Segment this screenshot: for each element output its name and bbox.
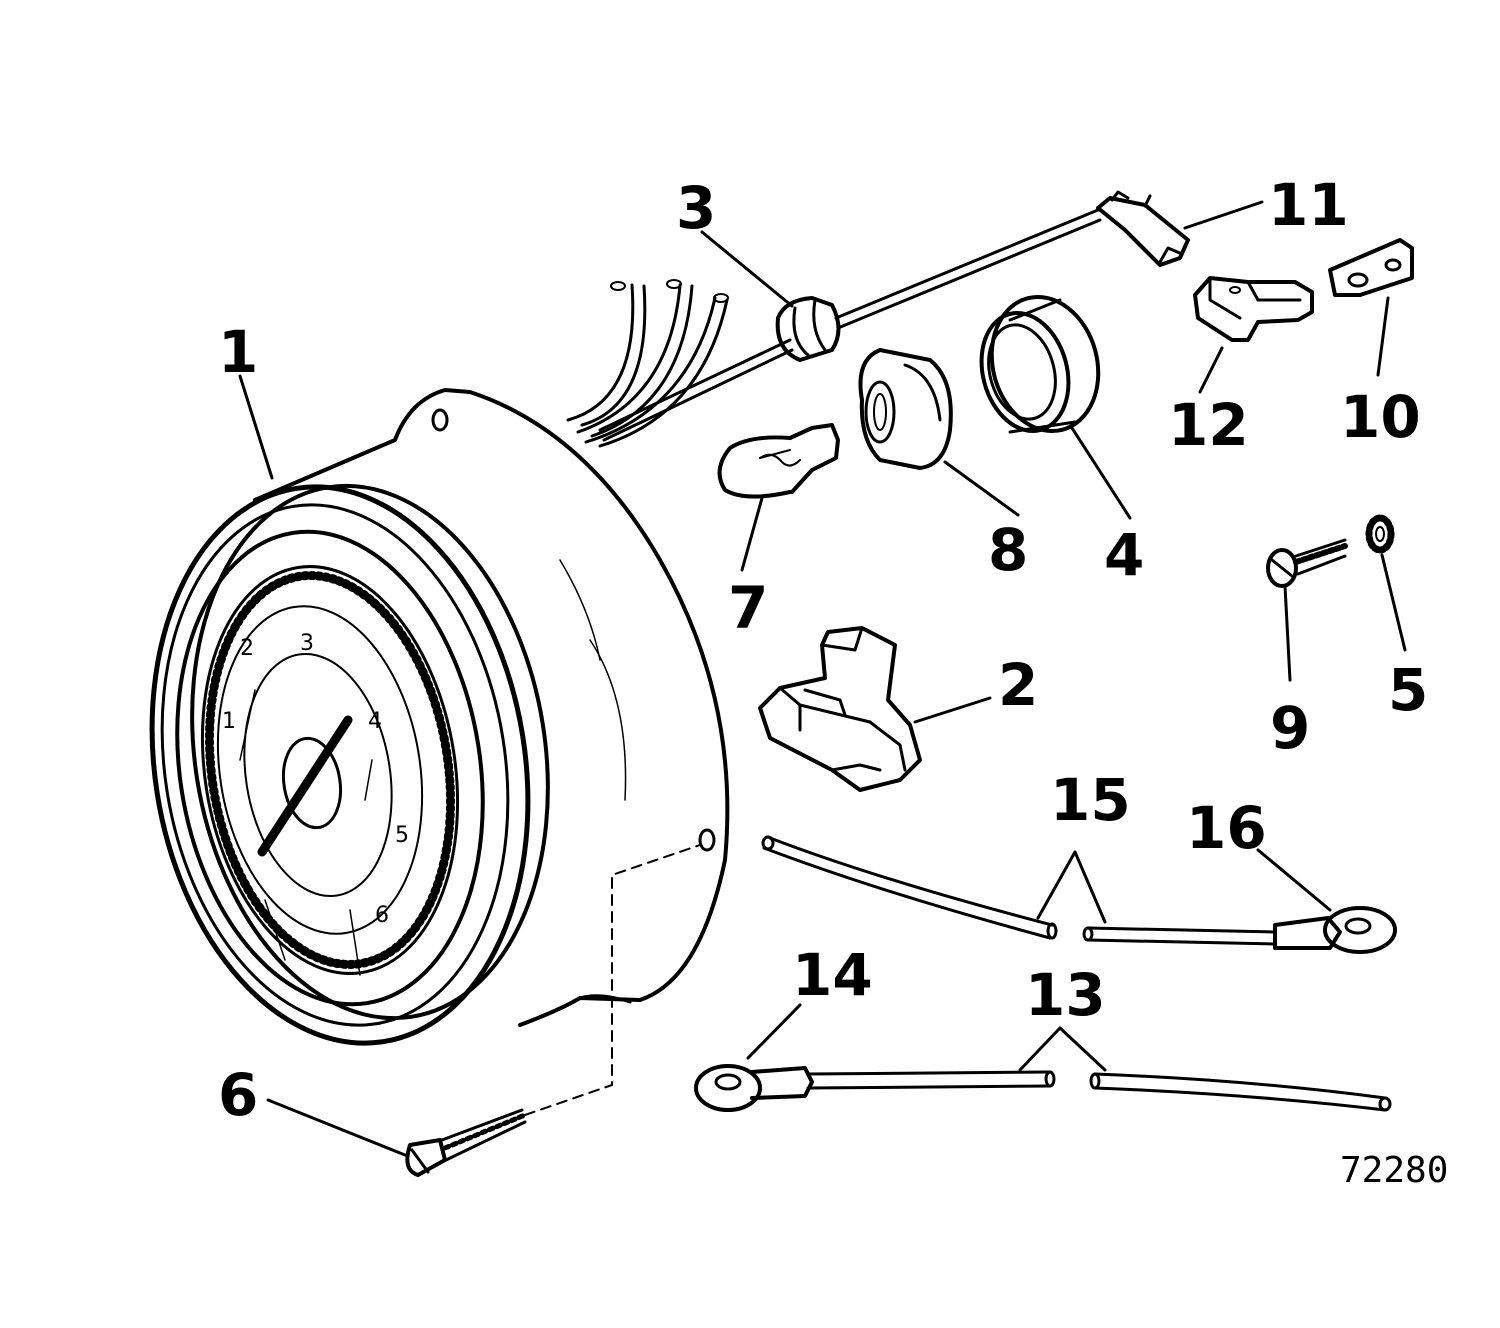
callout-8: 8 [988, 516, 1028, 584]
bezel-inner-ring [175, 529, 485, 1007]
gauge-housing [253, 388, 730, 1027]
dial-number-5: 5 [395, 823, 409, 848]
mount-hole-side [698, 828, 716, 852]
callout-labels: 1 2 3 4 5 6 7 8 9 10 11 12 13 14 15 16 [218, 171, 1428, 1129]
callout-15: 15 [1050, 766, 1131, 834]
mount-hole-top [431, 408, 449, 432]
lens-ring-part-4 [979, 294, 1101, 434]
bracket-part-2 [758, 626, 922, 792]
plate-part-10 [1328, 238, 1414, 297]
callout-11: 11 [1268, 171, 1349, 239]
grommet-part-3 [775, 296, 841, 362]
callout-5: 5 [1388, 656, 1428, 724]
dial-number-2: 2 [240, 636, 254, 661]
dial-number-4: 4 [368, 709, 382, 734]
washer-part-5 [1365, 514, 1395, 554]
bulb-part-7 [717, 423, 840, 499]
callout-3: 3 [676, 174, 716, 242]
terminal-part-11 [1096, 190, 1190, 267]
cable-with-grommet [598, 190, 1190, 442]
assembly-dashed-line [524, 844, 701, 1116]
bezel-mid-ring [160, 503, 510, 1027]
dial-face: 1 2 3 4 5 6 [200, 565, 460, 976]
bezel-back-ring [190, 483, 550, 1021]
bulb-socket-part-8 [858, 348, 953, 470]
leader-lines [238, 200, 1407, 1157]
clip-part-12 [1193, 276, 1314, 342]
callout-16: 16 [1186, 794, 1267, 862]
callout-10: 10 [1340, 383, 1421, 451]
dial-tick-scale [204, 571, 456, 969]
dial-number-3: 3 [300, 631, 314, 656]
ring-terminal-part-14 [694, 1064, 814, 1112]
callout-13: 13 [1025, 961, 1106, 1029]
callout-9: 9 [1270, 694, 1310, 762]
screw-part-6 [405, 1108, 528, 1177]
callout-1: 1 [218, 318, 258, 386]
wire-bundle [566, 279, 729, 448]
wire-part-13 [806, 1070, 1392, 1112]
gauge-assembly: 1 2 3 4 5 6 [149, 388, 730, 1046]
wire-part-15 [761, 835, 1277, 946]
callout-12: 12 [1168, 391, 1249, 459]
figure-number: 72280 [1340, 1150, 1448, 1191]
dial-number-1: 1 [222, 709, 236, 734]
callout-2: 2 [998, 651, 1038, 719]
callout-4: 4 [1104, 521, 1144, 589]
dial-number-6: 6 [375, 903, 389, 928]
callout-14: 14 [792, 941, 873, 1009]
ring-terminal-part-16 [1273, 906, 1397, 954]
bezel-outer-ring [149, 484, 531, 1046]
gauge-needle [257, 715, 353, 857]
callout-7: 7 [728, 574, 768, 642]
screw-part-9 [1266, 538, 1348, 588]
callout-6: 6 [218, 1061, 258, 1129]
